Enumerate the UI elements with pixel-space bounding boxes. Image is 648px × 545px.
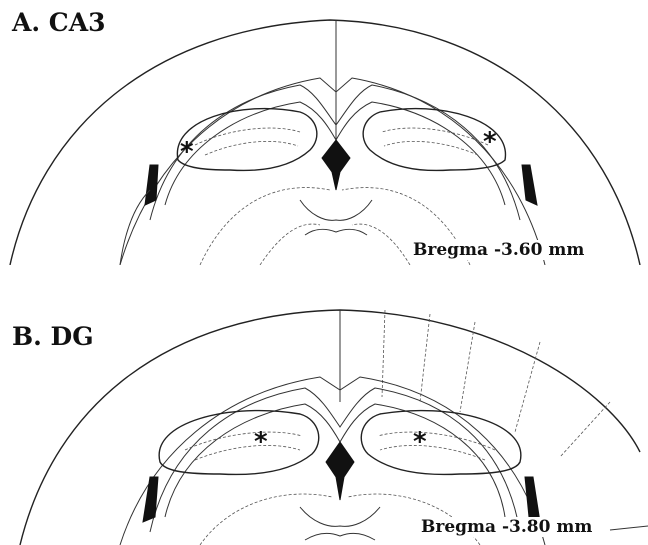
lateral-ventricle-left <box>143 477 158 522</box>
lateral-ventricle-right <box>525 477 540 522</box>
bregma-label: Bregma -3.80 mm <box>418 517 595 537</box>
lateral-ventricle-left <box>145 165 158 205</box>
panel-a-ca3: A. CA3 Bregma -3.60 mm * * <box>0 0 648 265</box>
panel-b-dg: B. DG Bregma -3.80 mm * * <box>0 292 648 545</box>
panel-title: A. CA3 <box>12 8 106 37</box>
third-ventricle <box>326 442 354 500</box>
brain-section-diagram-a <box>0 0 648 265</box>
bregma-label: Bregma -3.60 mm <box>410 240 587 260</box>
cortex-outline <box>20 310 640 545</box>
hippocampus-left <box>177 109 316 171</box>
third-ventricle <box>322 140 350 190</box>
hippocampus-right <box>363 109 505 171</box>
lateral-ventricle-right <box>522 165 537 205</box>
panel-title: B. DG <box>12 322 94 351</box>
hippocampus-right <box>361 411 521 475</box>
cortex-outline <box>10 20 640 265</box>
brain-section-diagram-b <box>0 292 648 545</box>
